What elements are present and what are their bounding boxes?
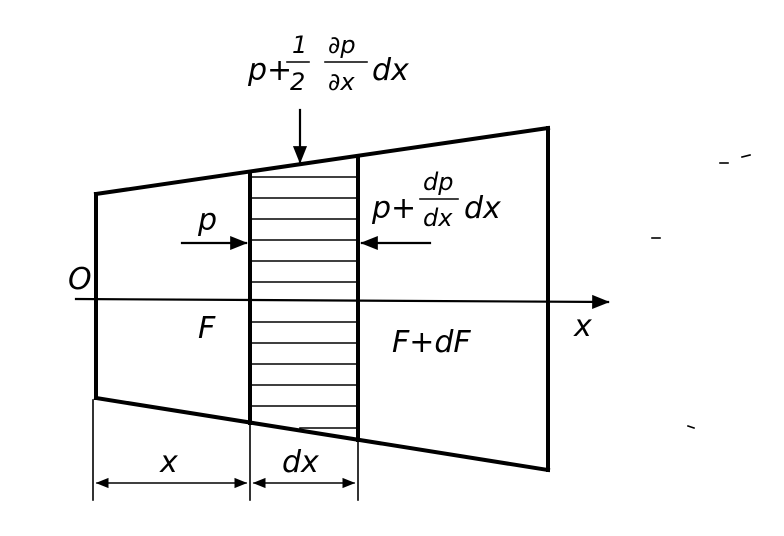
origin-label: O — [68, 262, 92, 297]
element-dx — [248, 154, 360, 442]
pressure-top-denominator: ∂x — [328, 68, 355, 96]
x-axis — [74, 294, 610, 309]
duct-top-wall — [93, 125, 551, 197]
area-right-label: F+dF — [392, 325, 471, 360]
pressure-right-prefix: p+ — [371, 191, 416, 226]
dimensions — [92, 399, 359, 501]
pressure-right-denominator: dx — [423, 204, 453, 232]
pressure-top-tail: dx — [372, 53, 409, 88]
pressure-right-expression: p+ dp dx dx — [371, 168, 501, 232]
pressure-top-prefix: p+ — [247, 53, 292, 88]
pressure-top-numerator: ∂p — [328, 31, 356, 59]
pressure-top-half-numerator: 1 — [292, 31, 307, 59]
element-hatching — [249, 176, 359, 429]
pressure-top-expression: p+ 1 2 ∂p ∂x dx — [247, 31, 409, 96]
x-axis-label: x — [573, 309, 592, 344]
scan-noise — [651, 154, 751, 430]
pressure-right-tail: dx — [464, 191, 501, 226]
dimension-x-label: x — [159, 445, 178, 480]
area-left-label: F — [198, 311, 216, 346]
dimension-dx-label: dx — [282, 445, 319, 480]
pressure-left-label: p — [197, 203, 217, 238]
pressure-top-half-denominator: 2 — [290, 68, 305, 96]
x-axis-line — [74, 294, 610, 309]
duct-outline — [93, 125, 551, 473]
pressure-right-numerator: dp — [423, 168, 453, 196]
duct-bottom-wall — [93, 395, 551, 473]
